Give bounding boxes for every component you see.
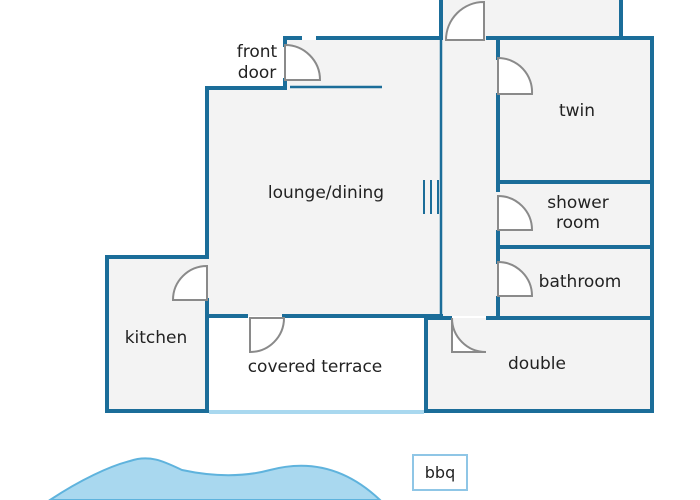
double-door-swing[interactable] [451,317,487,353]
front-door-label-line2: door [238,63,277,83]
bathroom-label: bathroom [539,272,622,292]
shower-room-label-line2: room [556,213,600,233]
shower-room-door-swing[interactable] [497,194,534,231]
room-fills [107,0,652,412]
front-door-swing[interactable] [284,43,322,81]
kitchen-door-swing[interactable] [171,264,208,301]
covered-terrace-label: covered terrace [248,357,383,377]
bbq-box [412,454,468,491]
double-label: double [508,354,566,374]
front-door-label-line1: front [237,42,278,62]
lounge-dining-label: lounge/dining [268,183,384,203]
bathroom-door-swing[interactable] [497,260,534,297]
bbq-label: bbq [425,463,455,482]
hallway-floor [441,0,498,316]
room-labels: front door lounge/dining twin shower roo… [125,42,622,377]
bbq-area: bbq [412,454,468,491]
kitchen-label: kitchen [125,328,188,348]
shower-room-label-line1: shower [547,193,608,213]
pool-shape [48,457,382,500]
doors[interactable] [171,0,534,354]
double-floor [426,318,652,411]
terrace-door-swing[interactable] [249,317,286,354]
lounge-dining-floor [207,88,441,316]
sliding-door-marks [423,180,439,214]
twin-label: twin [559,101,595,121]
walls [105,0,654,413]
hall-top-door-swing[interactable] [444,0,485,41]
twin-door-swing[interactable] [497,56,534,95]
twin-floor [498,38,652,182]
